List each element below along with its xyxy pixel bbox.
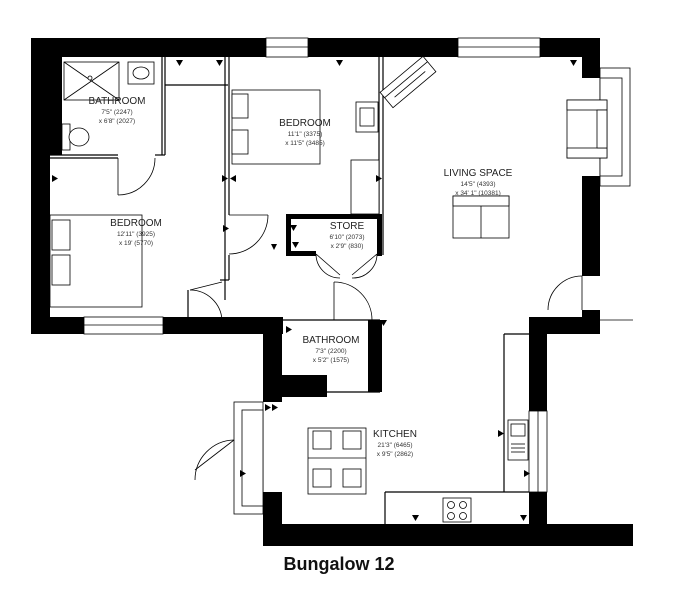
room-dim: 21'3" (6465) bbox=[378, 442, 413, 449]
room-dim: 7'3" (2200) bbox=[315, 348, 346, 355]
room-dim: x 11'5" (3485) bbox=[285, 140, 325, 147]
outer-walls bbox=[31, 38, 633, 546]
room-dim: 11'1" (3375) bbox=[288, 131, 323, 138]
fixtures bbox=[49, 55, 608, 523]
room-dim: x 5'2" (1575) bbox=[313, 357, 349, 364]
room-dim: x 2'9" (830) bbox=[331, 243, 364, 250]
room-dim: 6'10" (2073) bbox=[330, 234, 365, 241]
room-labels: BATHROOM 7'5" (2247) x 6'8" (2027) BEDRO… bbox=[88, 96, 512, 458]
room-name: BEDROOM bbox=[279, 118, 331, 129]
room-dim: 7'5" (2247) bbox=[101, 109, 132, 116]
room-dim: x 6'8" (2027) bbox=[99, 118, 135, 125]
room-name: LIVING SPACE bbox=[444, 168, 513, 179]
room-name: BEDROOM bbox=[110, 218, 162, 229]
room-dim: x 9'5" (2862) bbox=[377, 451, 413, 458]
room-dim: x 19' (5770) bbox=[119, 240, 153, 247]
room-name: STORE bbox=[330, 221, 365, 232]
bath2-walls bbox=[300, 320, 382, 397]
room-dim: x 34' 1" (10381) bbox=[455, 190, 500, 197]
store-walls bbox=[286, 214, 382, 256]
room-name: KITCHEN bbox=[373, 429, 417, 440]
room-dim: 14'5" (4393) bbox=[461, 181, 496, 188]
plan-title: Bungalow 12 bbox=[283, 554, 394, 574]
doors bbox=[117, 157, 633, 481]
room-name: BATHROOM bbox=[88, 96, 145, 107]
markers bbox=[52, 60, 594, 521]
room-name: BATHROOM bbox=[302, 335, 359, 346]
room-dim: 12'11" (3925) bbox=[117, 231, 155, 238]
